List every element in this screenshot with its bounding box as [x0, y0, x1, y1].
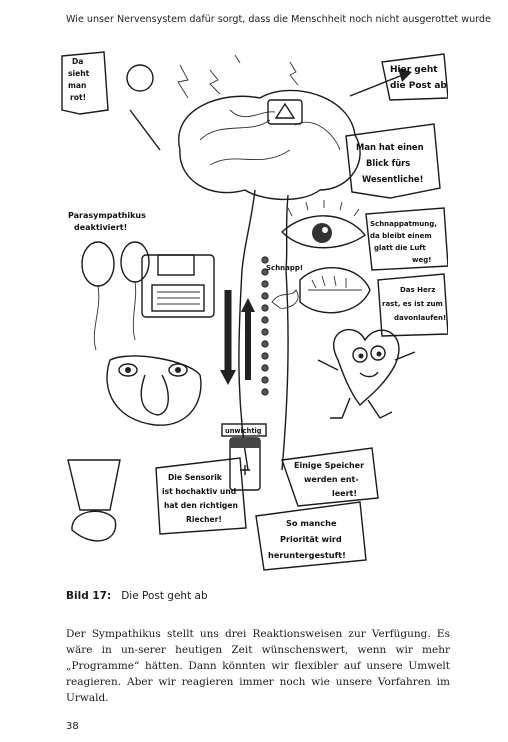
page-number: 38	[66, 721, 79, 732]
svg-text:werden ent-: werden ent-	[304, 475, 359, 484]
svg-text:Das Herz: Das Herz	[400, 286, 435, 294]
svg-text:Die Sensorik: Die Sensorik	[168, 473, 223, 482]
svg-text:glatt die Luft: glatt die Luft	[374, 244, 426, 252]
bubble-einige-speicher: Einige Speicher werden ent- leert!	[281, 447, 379, 507]
svg-text:rot!: rot!	[70, 93, 86, 102]
brain-drawing	[178, 89, 361, 271]
mouth-drawing	[271, 266, 371, 314]
svg-text:So manche: So manche	[286, 518, 337, 528]
label-schnapp: Schnapp!	[266, 264, 303, 272]
eye-drawing	[280, 200, 366, 249]
svg-text:Einige Speicher: Einige Speicher	[294, 461, 364, 470]
caption-label: Bild 17	[66, 590, 107, 602]
svg-text:Man hat einen: Man hat einen	[356, 142, 424, 152]
svg-text:ist hochaktiv und: ist hochaktiv und	[162, 487, 236, 496]
figure-caption: Bild 17: Die Post geht ab	[66, 590, 208, 602]
label-parasympathikus: Parasympathikus deaktiviert!	[68, 211, 146, 232]
svg-text:Da: Da	[72, 57, 83, 66]
floppy-disk-drawing	[141, 254, 215, 318]
svg-text:rast, es ist zum: rast, es ist zum	[382, 300, 443, 308]
illustration-figure: Da sieht man rot! Hier geht die Post ab!…	[60, 40, 448, 580]
svg-text:Hier geht: Hier geht	[390, 65, 438, 75]
svg-text:Schnappatmung,: Schnappatmung,	[370, 220, 437, 228]
svg-text:heruntergestuft!: heruntergestuft!	[268, 550, 346, 560]
rocket-drawing	[126, 54, 412, 151]
bubble-die-sensorik: Die Sensorik ist hochaktiv und hat den r…	[155, 457, 247, 535]
svg-text:unwichtig: unwichtig	[225, 427, 262, 435]
svg-text:davonlaufen!: davonlaufen!	[394, 314, 446, 322]
svg-text:leert!: leert!	[332, 489, 357, 498]
warning-sign	[267, 99, 303, 125]
svg-text:weg!: weg!	[412, 256, 431, 264]
cartoon-illustration: Da sieht man rot! Hier geht die Post ab!…	[61, 51, 448, 571]
bubble-das-herz-rast: Das Herz rast, es ist zum davonlaufen!	[377, 273, 448, 337]
body-paragraph: Der Sympathikus stellt uns drei Reaktion…	[66, 628, 450, 704]
svg-text:hat den richtigen: hat den richtigen	[164, 501, 238, 510]
svg-text:die Post ab!: die Post ab!	[390, 81, 448, 91]
bubble-hier-geht-die-post-ab: Hier geht die Post ab!	[381, 53, 448, 101]
svg-text:deaktiviert!: deaktiviert!	[74, 223, 127, 232]
bubble-schnappatmung: Schnappatmung, da bleibt einem glatt die…	[365, 207, 448, 271]
caption-text: Die Post geht ab	[121, 590, 208, 602]
svg-text:Parasympathikus: Parasympathikus	[68, 211, 146, 220]
balloons-drawing	[81, 241, 150, 351]
svg-text:Wesentliche!: Wesentliche!	[362, 174, 423, 184]
caption-separator: :	[107, 590, 112, 602]
bubble-so-manche-prioritaet: So manche Priorität wird heruntergestuft…	[255, 501, 367, 571]
label-unwichtig: unwichtig	[221, 423, 267, 437]
bubble-blick-fuers-wesentliche: Man hat einen Blick fürs Wesentliche!	[345, 123, 441, 199]
svg-text:sieht: sieht	[68, 69, 90, 78]
svg-text:Blick fürs: Blick fürs	[366, 158, 410, 168]
running-title: Wie unser Nervensystem dafür sorgt, dass…	[66, 14, 491, 25]
bubble-da-sieht-man-rot: Da sieht man rot!	[61, 51, 109, 115]
svg-text:man: man	[68, 81, 86, 90]
battery-drawing	[229, 437, 261, 491]
nose-face-drawing	[106, 355, 202, 426]
running-heart-drawing	[317, 329, 416, 419]
cup-drawing	[67, 459, 121, 542]
svg-text:Riecher!: Riecher!	[186, 515, 222, 524]
svg-text:Priorität wird: Priorität wird	[280, 534, 342, 544]
svg-text:da bleibt einem: da bleibt einem	[370, 232, 432, 240]
